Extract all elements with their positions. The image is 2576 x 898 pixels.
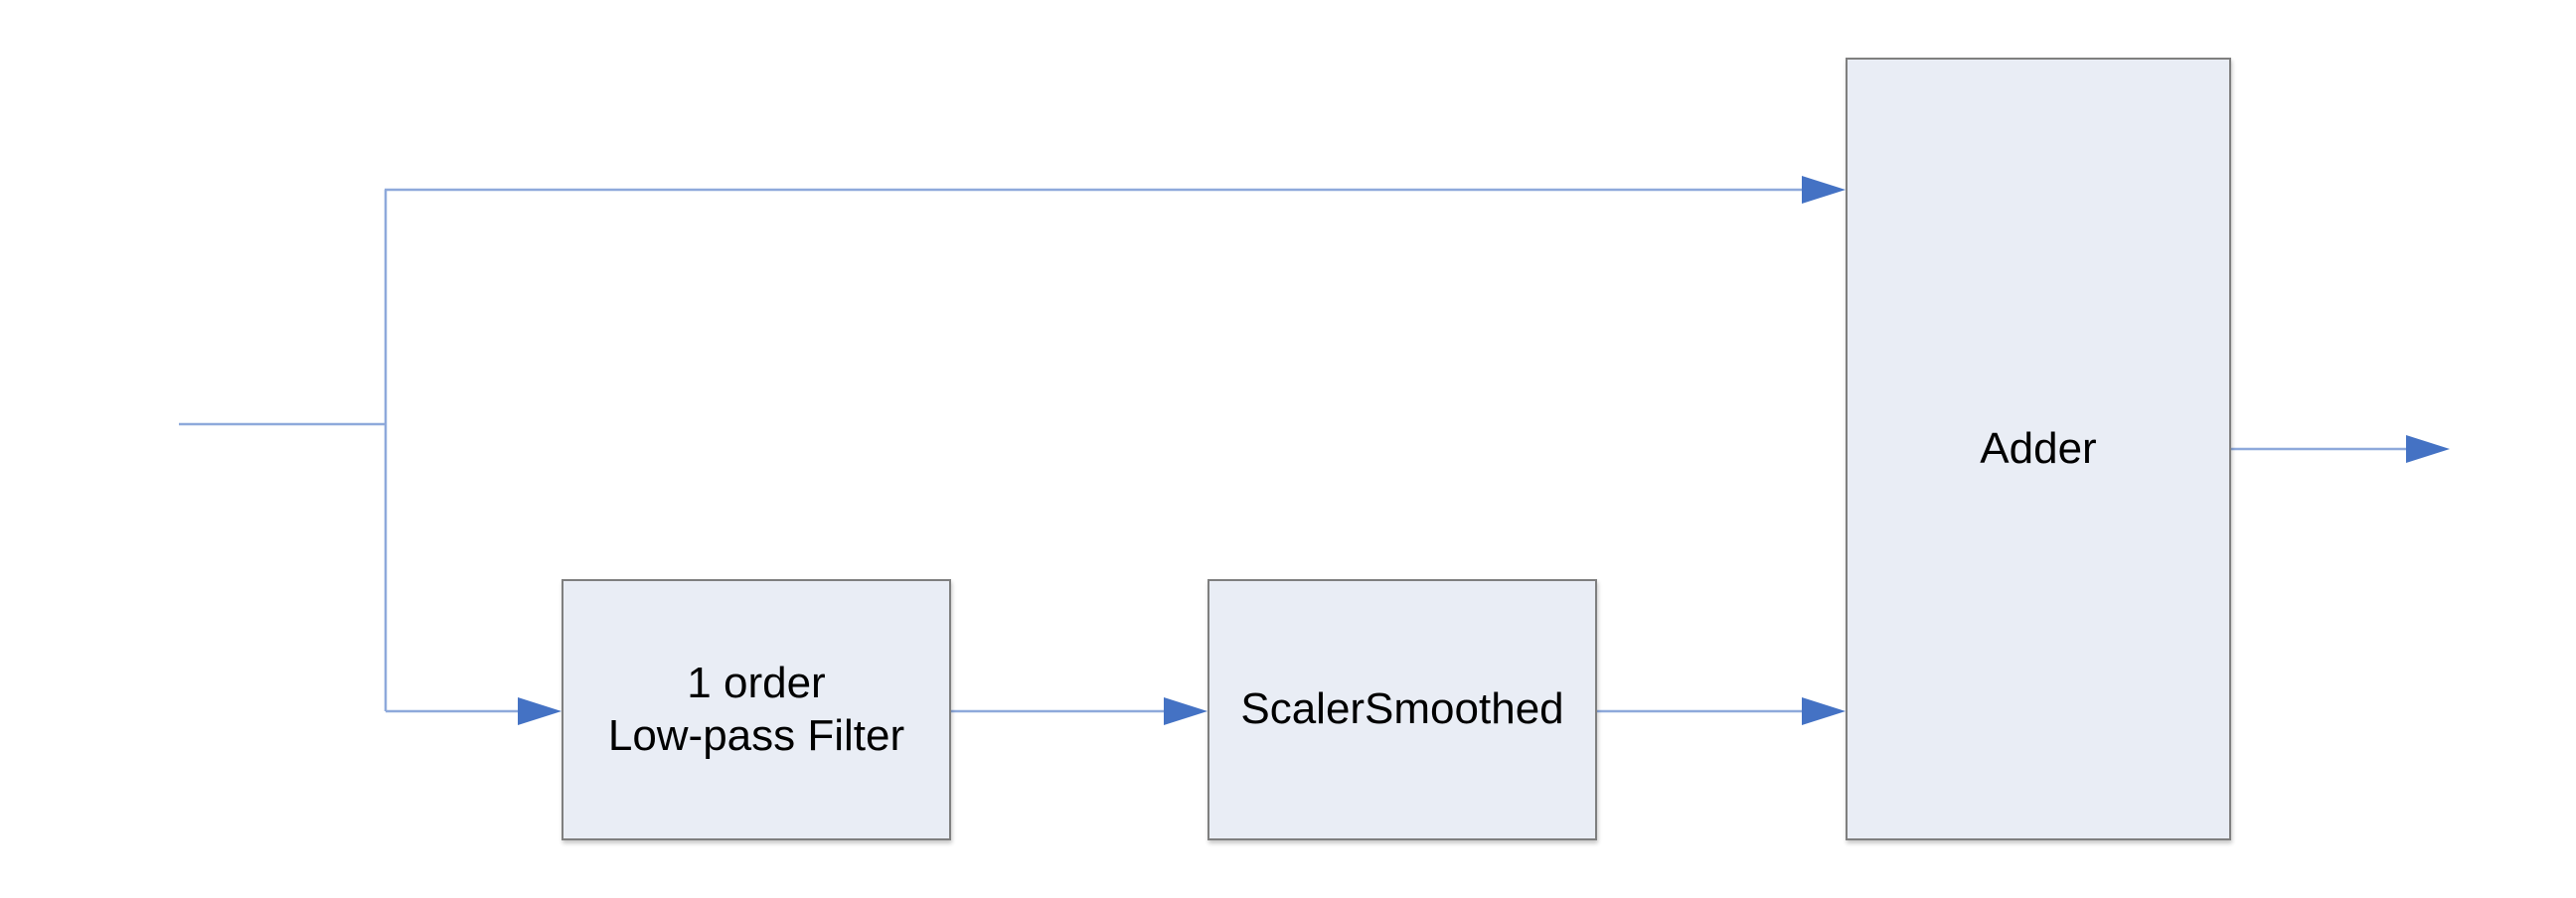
- lowpass-filter-label-line1: 1 order: [687, 658, 826, 707]
- lowpass-filter-block[interactable]: 1 order Low-pass Filter: [562, 579, 951, 840]
- arrowhead-icon: [2406, 435, 2450, 463]
- arrowhead-icon: [1802, 697, 1846, 725]
- adder-block[interactable]: Adder: [1846, 58, 2231, 840]
- adder-label: Adder: [1980, 423, 2097, 473]
- arrowhead-icon: [1164, 697, 1208, 725]
- arrowhead-icon: [1802, 176, 1846, 204]
- scaler-smoothed-block[interactable]: ScalerSmoothed: [1208, 579, 1597, 840]
- arrowhead-icon: [518, 697, 562, 725]
- lowpass-filter-label-line2: Low-pass Filter: [607, 710, 905, 760]
- scaler-smoothed-label: ScalerSmoothed: [1240, 684, 1564, 734]
